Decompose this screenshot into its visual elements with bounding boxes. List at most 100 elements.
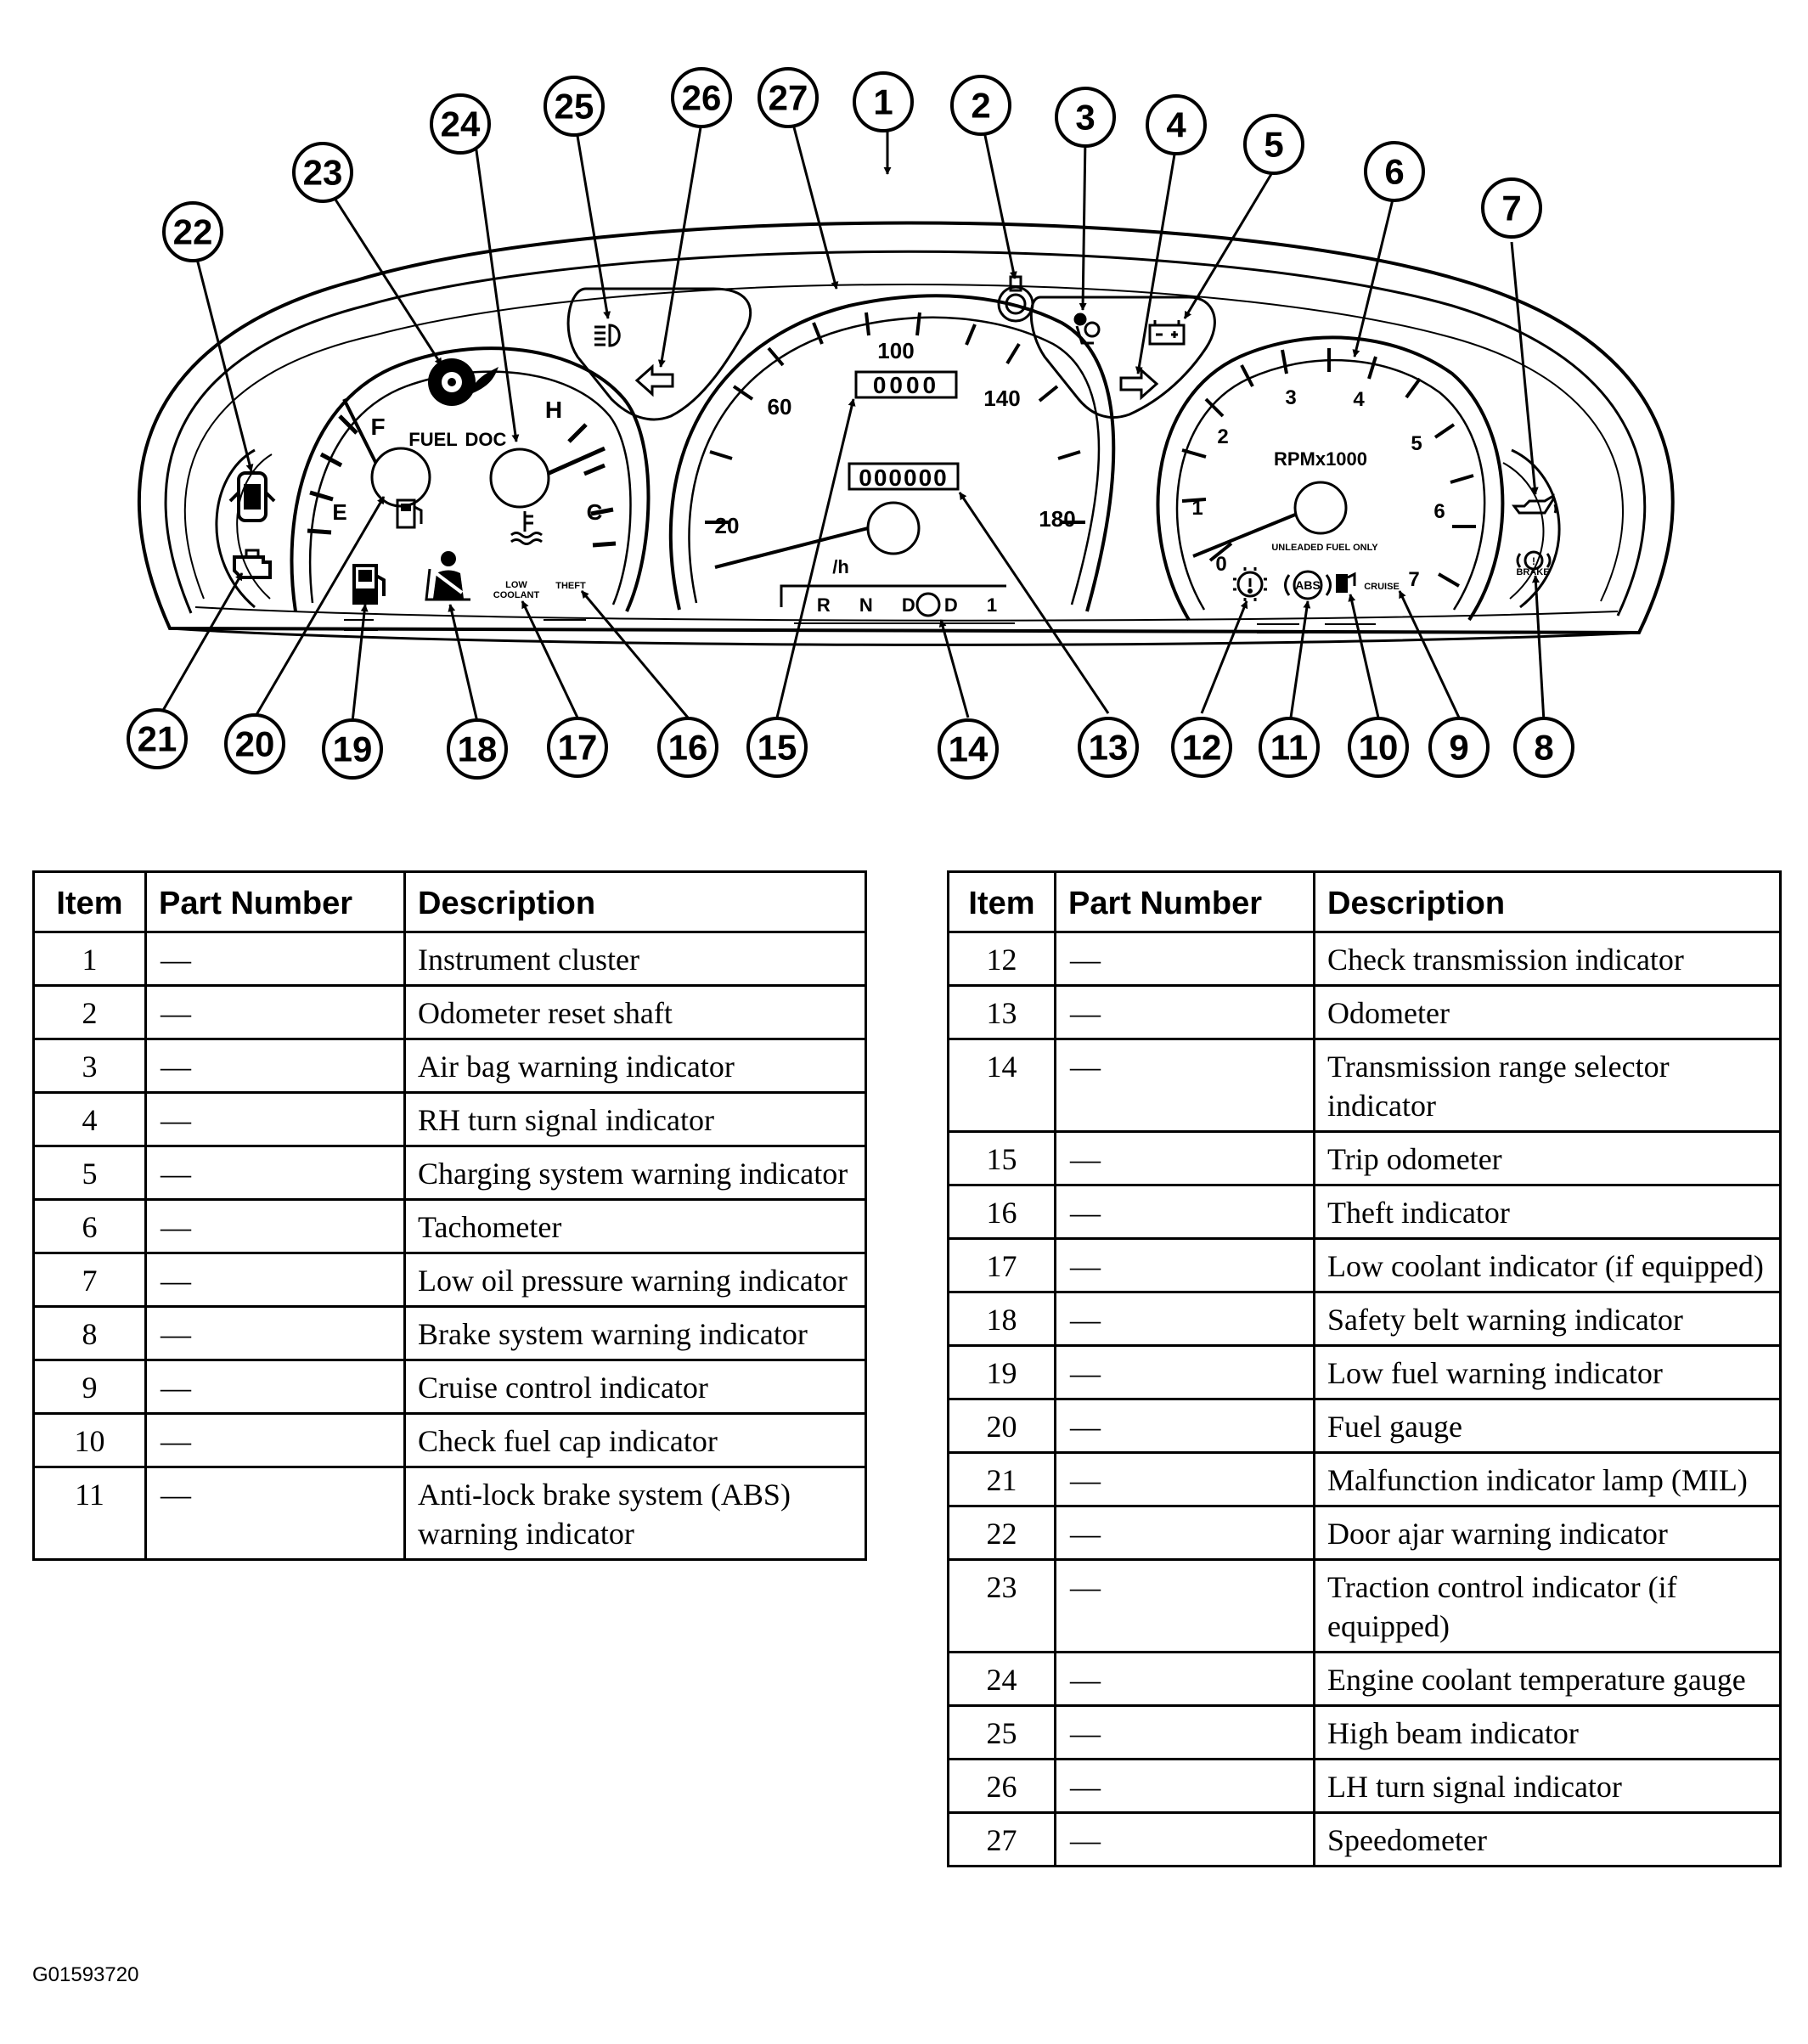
part-number-cell: —	[144, 1466, 406, 1561]
parts-table-left: Item Part Number Description 1—Instrumen…	[32, 870, 867, 1561]
left-turn-arrow-icon	[634, 363, 674, 397]
table-row: 11—Anti-lock brake system (ABS) warning …	[32, 1466, 867, 1561]
description-cell: Trip odometer	[1313, 1130, 1782, 1186]
table-row: 19—Low fuel warning indicator	[947, 1344, 1782, 1400]
part-number-cell: —	[1054, 1651, 1315, 1707]
description-cell: Tachometer	[403, 1198, 867, 1254]
brake-warning-icon: !	[1516, 550, 1552, 571]
header-description: Description	[403, 870, 867, 933]
callout-19: 19	[322, 718, 383, 780]
callout-3: 3	[1055, 87, 1116, 148]
table-row: 25—High beam indicator	[947, 1704, 1782, 1760]
description-cell: Instrument cluster	[403, 931, 867, 987]
callout-27: 27	[758, 67, 819, 128]
item-cell: 25	[947, 1704, 1056, 1760]
part-number-cell: —	[144, 1359, 406, 1415]
description-cell: Charging system warning indicator	[403, 1145, 867, 1201]
description-cell: Check transmission indicator	[1313, 931, 1782, 987]
table-row: 8—Brake system warning indicator	[32, 1305, 867, 1361]
table-row: 22—Door ajar warning indicator	[947, 1505, 1782, 1561]
speedometer-dial	[668, 294, 1116, 624]
table-row: 15—Trip odometer	[947, 1130, 1782, 1186]
callout-12: 12	[1171, 717, 1232, 778]
part-number-cell: —	[144, 1145, 406, 1201]
svg-text:5: 5	[1264, 125, 1283, 165]
low-coolant-label-2: COOLANT	[493, 590, 540, 600]
callout-18: 18	[447, 718, 508, 780]
description-cell: Door ajar warning indicator	[1313, 1505, 1782, 1561]
callout-9: 9	[1428, 717, 1490, 778]
tach-tick-3: 3	[1285, 386, 1296, 409]
svg-text:16: 16	[668, 728, 708, 768]
description-cell: Fuel gauge	[1313, 1398, 1782, 1454]
part-number-cell: —	[1054, 1130, 1315, 1186]
fuel-label-2: DOC	[465, 429, 507, 450]
item-cell: 26	[947, 1758, 1056, 1814]
callout-21: 21	[127, 708, 188, 769]
header-item: Item	[947, 870, 1056, 933]
item-cell: 13	[947, 984, 1056, 1040]
callout-25: 25	[544, 76, 605, 137]
part-number-cell: —	[1054, 1505, 1315, 1561]
table-row: 27—Speedometer	[947, 1811, 1782, 1867]
callout-11: 11	[1259, 717, 1320, 778]
table-row: 1—Instrument cluster	[32, 931, 867, 987]
tach-tick-6: 6	[1433, 500, 1445, 523]
table-row: 21—Malfunction indicator lamp (MIL)	[947, 1451, 1782, 1507]
tachometer-dial	[1156, 335, 1505, 633]
item-cell: 11	[32, 1466, 147, 1561]
item-cell: 5	[32, 1145, 147, 1201]
part-number-cell: —	[1054, 1704, 1315, 1760]
description-cell: Air bag warning indicator	[403, 1038, 867, 1094]
part-number-cell: —	[1054, 984, 1315, 1040]
rpm-label: RPMx1000	[1274, 448, 1367, 470]
svg-text:21: 21	[138, 719, 177, 759]
speedometer-labels: 20 60 100 140 180 0000 000000 /h R N D D…	[715, 338, 1076, 616]
door-ajar-icon	[228, 471, 276, 522]
callout-10: 10	[1348, 717, 1409, 778]
right-lamp-pod	[1502, 448, 1561, 609]
table-row: 18—Safety belt warning indicator	[947, 1291, 1782, 1347]
table-row: 20—Fuel gauge	[947, 1398, 1782, 1454]
tach-tick-7: 7	[1408, 568, 1419, 591]
abs-icon	[1284, 570, 1332, 600]
svg-text:14: 14	[949, 729, 988, 769]
upper-left-pod	[566, 287, 752, 421]
svg-text:11: 11	[1270, 728, 1308, 768]
description-cell: LH turn signal indicator	[1313, 1758, 1782, 1814]
description-cell: High beam indicator	[1313, 1704, 1782, 1760]
table-row: 2—Odometer reset shaft	[32, 984, 867, 1040]
item-cell: 4	[32, 1091, 147, 1147]
speedo-tick-100: 100	[877, 338, 914, 363]
part-number-cell: —	[1054, 1398, 1315, 1454]
item-cell: 8	[32, 1305, 147, 1361]
check-fuel-cap-icon	[1336, 572, 1356, 593]
oil-pressure-icon	[1512, 493, 1557, 515]
table-header-row: Item Part Number Description	[947, 870, 1782, 933]
part-number-cell: —	[1054, 1811, 1315, 1867]
part-number-cell: —	[144, 1305, 406, 1361]
item-cell: 3	[32, 1038, 147, 1094]
low-fuel-icon	[352, 564, 386, 605]
table-row: 26—LH turn signal indicator	[947, 1758, 1782, 1814]
svg-text:12: 12	[1182, 728, 1222, 768]
item-cell: 9	[32, 1359, 147, 1415]
svg-text:25: 25	[555, 87, 594, 127]
description-cell: Check fuel cap indicator	[403, 1412, 867, 1468]
item-cell: 24	[947, 1651, 1056, 1707]
item-cell: 21	[947, 1451, 1056, 1507]
svg-text:17: 17	[558, 728, 598, 768]
svg-text:6: 6	[1384, 152, 1404, 192]
tach-tick-5: 5	[1411, 432, 1422, 455]
upper-right-pod	[1029, 296, 1216, 419]
item-cell: 10	[32, 1412, 147, 1468]
svg-text:9: 9	[1449, 728, 1468, 768]
left-lamp-pod	[215, 448, 273, 609]
svg-text:13: 13	[1089, 728, 1129, 768]
speedo-tick-180: 180	[1039, 506, 1075, 532]
svg-text:7: 7	[1501, 189, 1521, 228]
description-cell: Low fuel warning indicator	[1313, 1344, 1782, 1400]
tachometer-labels: 0 1 2 3 4 5 6 7 RPMx1000 UNLEADED FUEL O…	[1191, 386, 1549, 592]
table-row: 13—Odometer	[947, 984, 1782, 1040]
table-header-row: Item Part Number Description	[32, 870, 867, 933]
